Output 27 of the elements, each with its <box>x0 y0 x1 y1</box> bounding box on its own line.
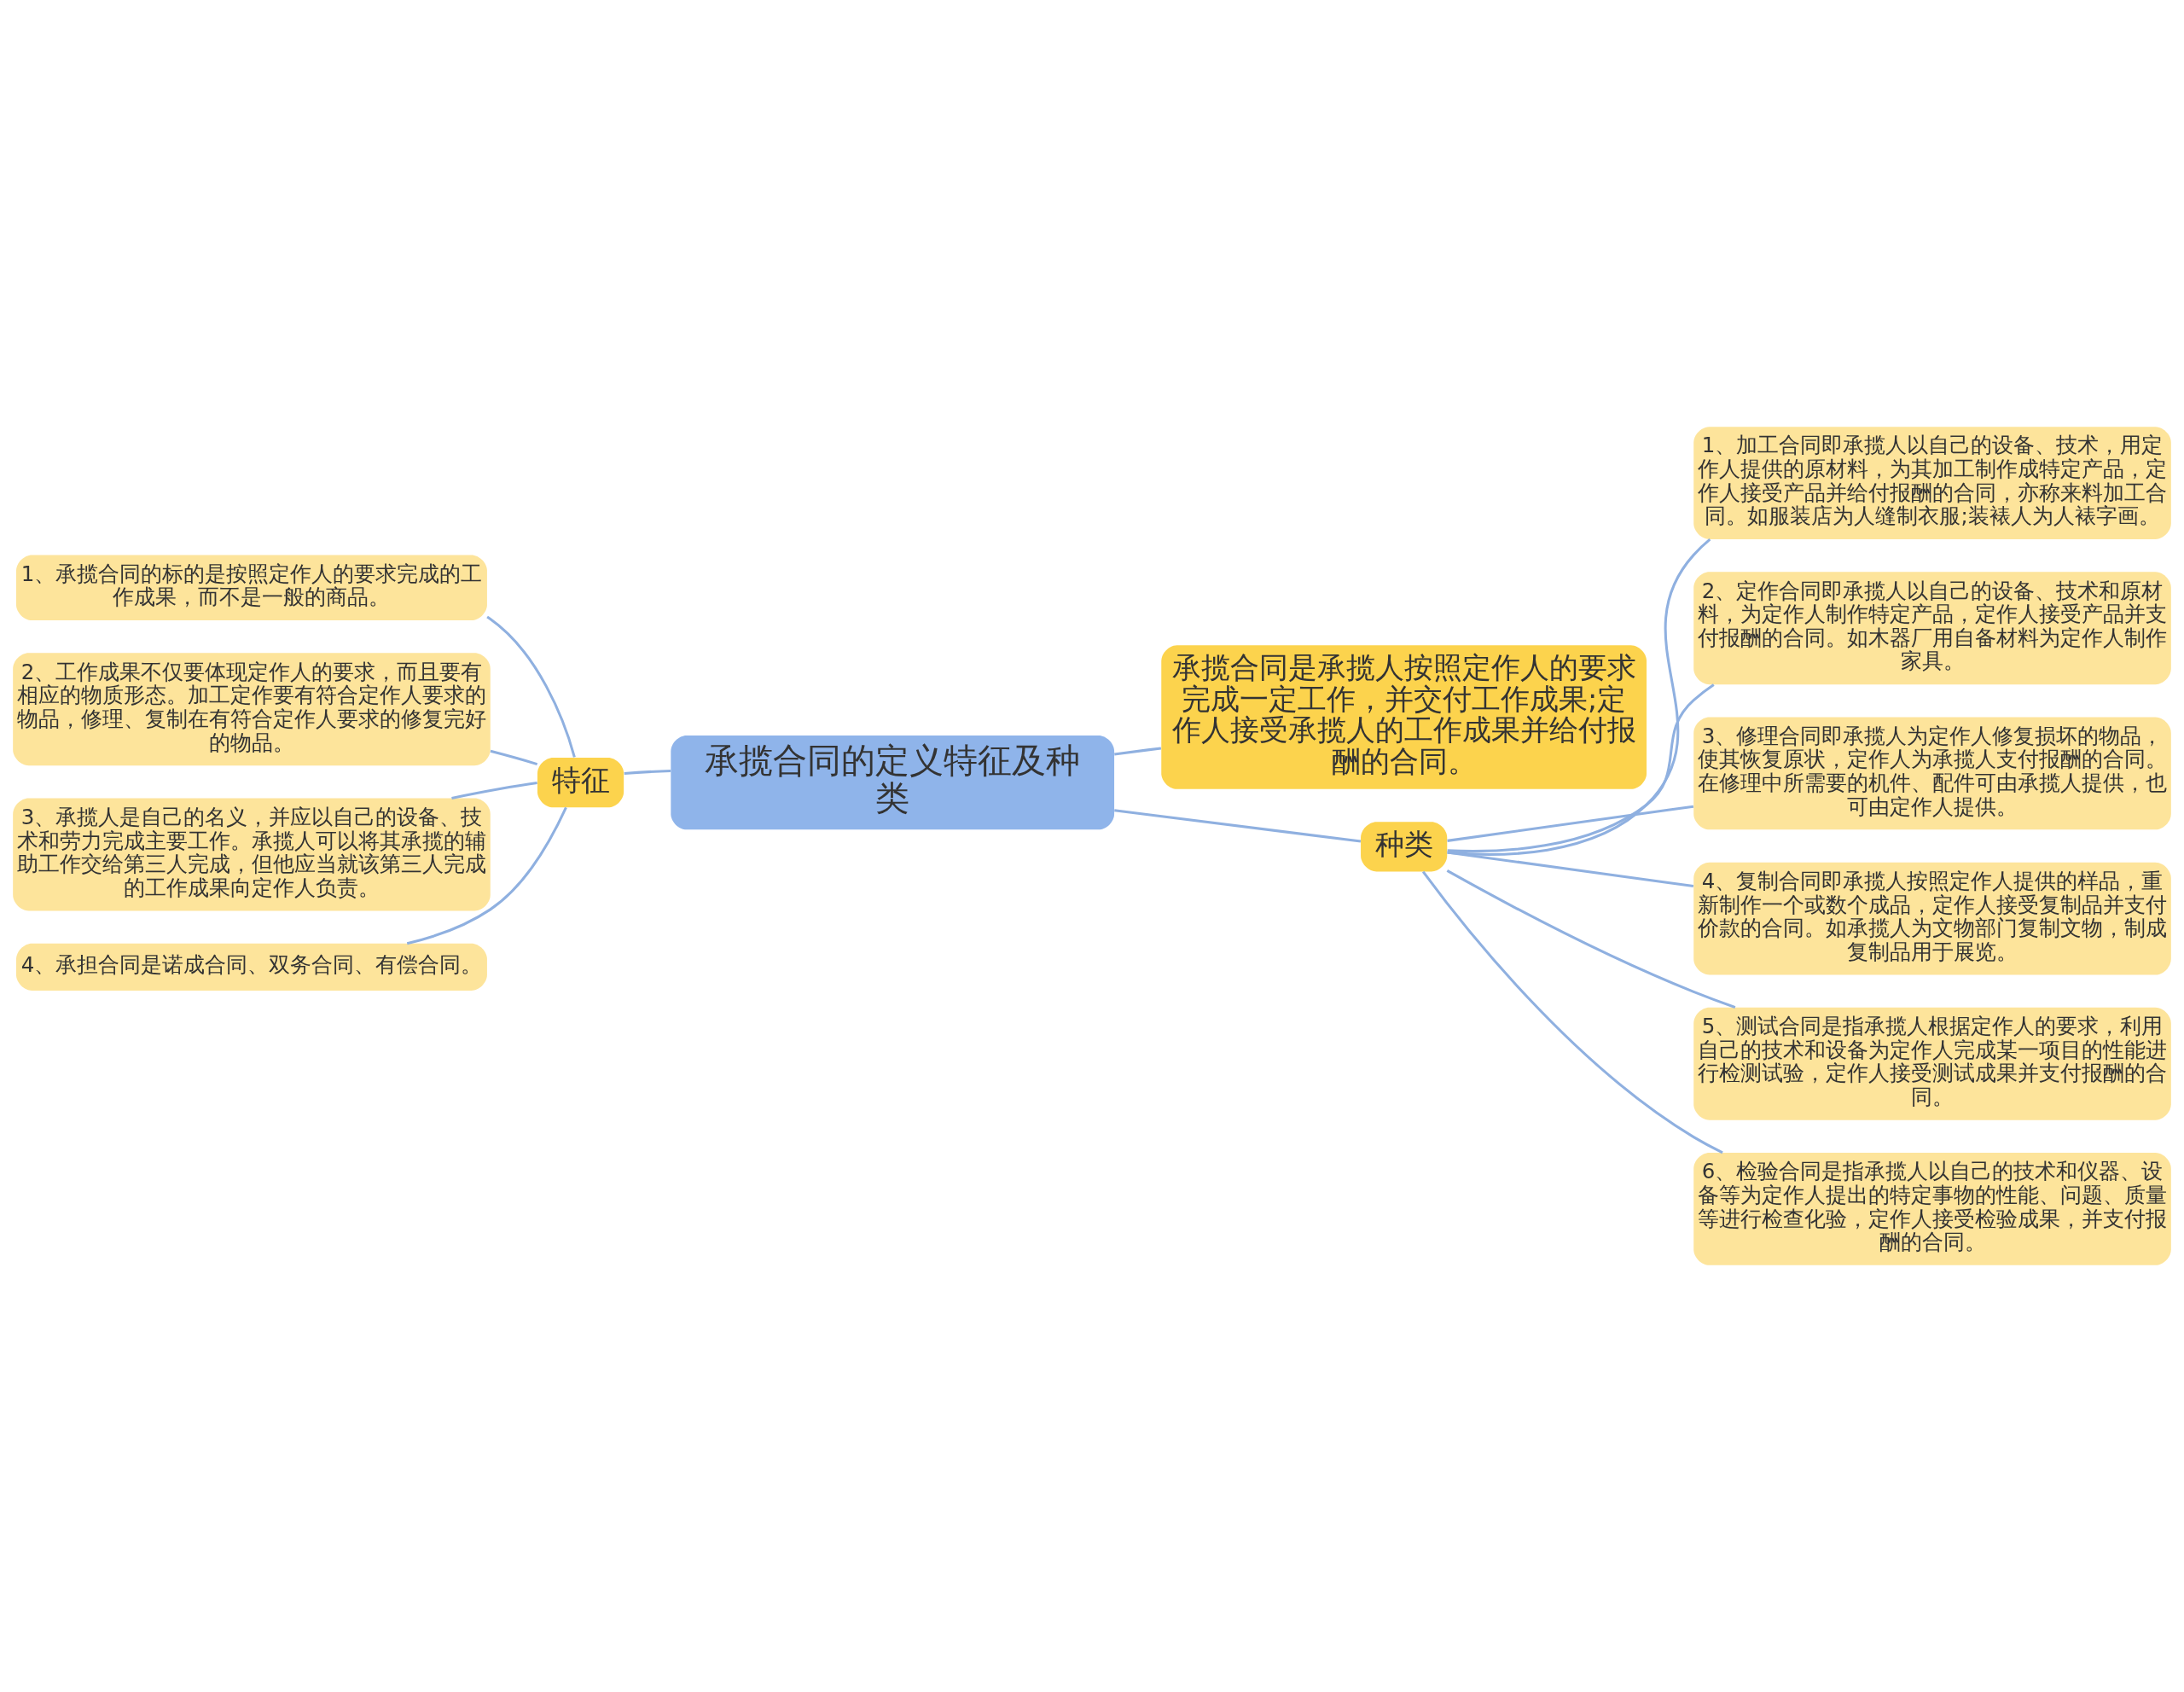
node-box: 2、工作成果不仅要体现定作人的要求，而且要有相应的物质形态。加工定作要有符合定作人要求的物品，修理、复制在有符合定作人要求的修复完好的物品。 <box>13 653 491 766</box>
node-box: 3、修理合同即承揽人为定作人修复损坏的物品，使其恢复原状，定作人为承揽人支付报酬的合同。在修理中所需要的机件、配件可由承揽人提供，也可由定作人提供。 <box>1693 717 2171 830</box>
connector <box>1446 869 1736 1009</box>
node-box: 种类 <box>1361 822 1448 872</box>
connector <box>451 782 537 799</box>
connector <box>1114 747 1162 756</box>
connector <box>1447 683 1715 853</box>
connector <box>1447 805 1694 842</box>
connector <box>486 615 576 758</box>
connector <box>1447 538 1711 856</box>
node-box: 1、加工合同即承揽人以自己的设备、技术，用定作人提供的原材料，为其加工制作成特定产品，定作人接受产品并给付报酬的合同，亦称来料加工合同。如服装店为人缝制衣服;装裱人为人裱字画。 <box>1693 427 2171 539</box>
node-box: 6、检验合同是指承揽人以自己的技术和仪器、设备等为定作人提出的特定事物的性能、问题、质量等进行检查化验，定作人接受检验成果，并支付报酬的合同。 <box>1693 1153 2171 1265</box>
node-box: 承揽合同的定义特征及种类 <box>671 735 1115 830</box>
node-box: 2、定作合同即承揽人以自己的设备、技术和原材料，为定作人制作特定产品，定作人接受产品并支付报酬的合同。如木器厂用自备材料为定作人制作家具。 <box>1693 572 2171 685</box>
connector <box>490 749 538 766</box>
connector <box>406 806 567 945</box>
connector <box>1421 870 1723 1154</box>
node-box: 特征 <box>537 758 624 808</box>
node-box: 承揽合同是承揽人按照定作人的要求完成一定工作，并交付工作成果;定作人接受承揽人的工作成果并给付报酬的合同。 <box>1161 645 1647 789</box>
connector <box>624 769 671 775</box>
connector <box>1114 809 1362 843</box>
node-box: 1、承揽合同的标的是按照定作人的要求完成的工作成果，而不是一般的商品。 <box>16 555 487 621</box>
connector <box>1447 851 1694 887</box>
node-box: 4、承担合同是诺成合同、双务合同、有偿合同。 <box>16 943 487 991</box>
node-box: 5、测试合同是指承揽人根据定作人的要求，利用自己的技术和设备为定作人完成某一项目的性能进行检测试验，定作人接受测试成果并支付报酬的合同。 <box>1693 1007 2171 1120</box>
node-box: 3、承揽人是自己的名义，并应以自己的设备、技术和劳力完成主要工作。承揽人可以将其承揽的辅助工作交给第三人完成，但他应当就该第三人完成的工作成果向定作人负责。 <box>13 798 491 911</box>
node-box: 4、复制合同即承揽人按照定作人提供的样品，重新制作一个或数个成品，定作人接受复制品并支付价款的合同。如承揽人为文物部门复制文物，制成复制品用于展览。 <box>1693 862 2171 975</box>
